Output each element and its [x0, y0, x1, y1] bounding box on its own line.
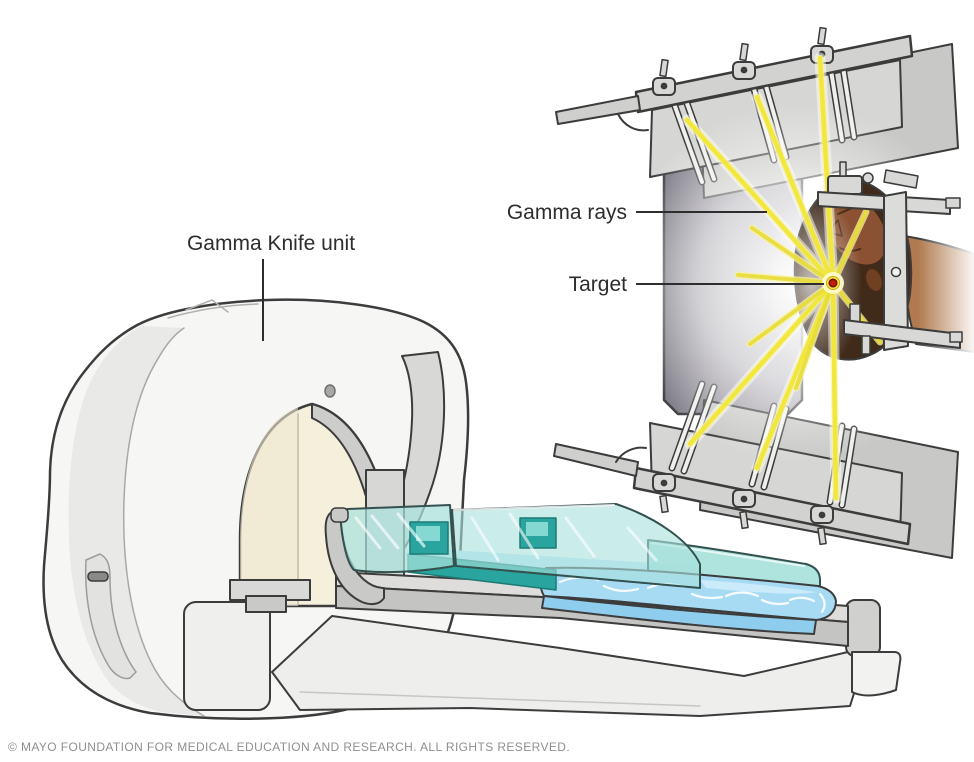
shell-mid-rail: [451, 503, 701, 589]
frame-knob: [862, 172, 874, 184]
gamma-ray-beams: [681, 52, 884, 504]
rod-hook: [615, 446, 647, 463]
frame-bottom-pin: [861, 335, 871, 355]
copyright-text: © MAYO FOUNDATION FOR MEDICAL EDUCATION …: [8, 740, 570, 754]
rail-top-highlight: [453, 504, 615, 511]
frame-top-nub: [945, 197, 961, 209]
collimator-rod: [555, 95, 641, 125]
label-target: Target: [569, 273, 628, 296]
target-point: [822, 272, 844, 294]
machine-dot: [324, 384, 336, 398]
side-panel-seam: [122, 327, 205, 717]
annotations: Gamma Knife unit Gamma rays Target: [187, 201, 824, 341]
gamma-ray: [684, 55, 839, 501]
couch-shell: [330, 503, 701, 591]
shell-streaks: [354, 512, 426, 550]
rod-hook: [617, 113, 649, 132]
frame-top-block: [827, 175, 863, 195]
ear: [864, 267, 884, 293]
machine-handle: [87, 571, 109, 582]
pedestal-panel: [183, 601, 271, 711]
bore-step-foot: [245, 595, 287, 613]
collimator-rod: [553, 443, 639, 477]
frame-diagonal: [883, 169, 919, 189]
foot-bracket-upper: [845, 599, 881, 657]
head-frame: [817, 161, 963, 355]
shell-block-left-inner: [416, 526, 440, 541]
bore-left-shade: [240, 408, 298, 606]
label-gamma-knife-unit: Gamma Knife unit: [187, 232, 355, 255]
frame-bottom-nub: [949, 331, 963, 343]
collimator-pins: [652, 473, 834, 546]
shell-corner-cap: [330, 507, 349, 523]
frame-hole: [890, 266, 902, 278]
rail-streaks: [470, 512, 658, 562]
side-inset-panel: [84, 553, 137, 680]
patient-couch: [271, 469, 902, 717]
foot-bracket-lower: [851, 651, 902, 697]
frame-top-pin: [839, 161, 847, 177]
label-gamma-rays: Gamma rays: [507, 201, 627, 224]
couch-base-edge: [299, 691, 701, 707]
top-seam: [167, 299, 259, 319]
irradiation-diagram: [553, 26, 974, 559]
frame-bottom-bar: [843, 319, 961, 349]
shell-block-mid-inner: [526, 522, 548, 536]
